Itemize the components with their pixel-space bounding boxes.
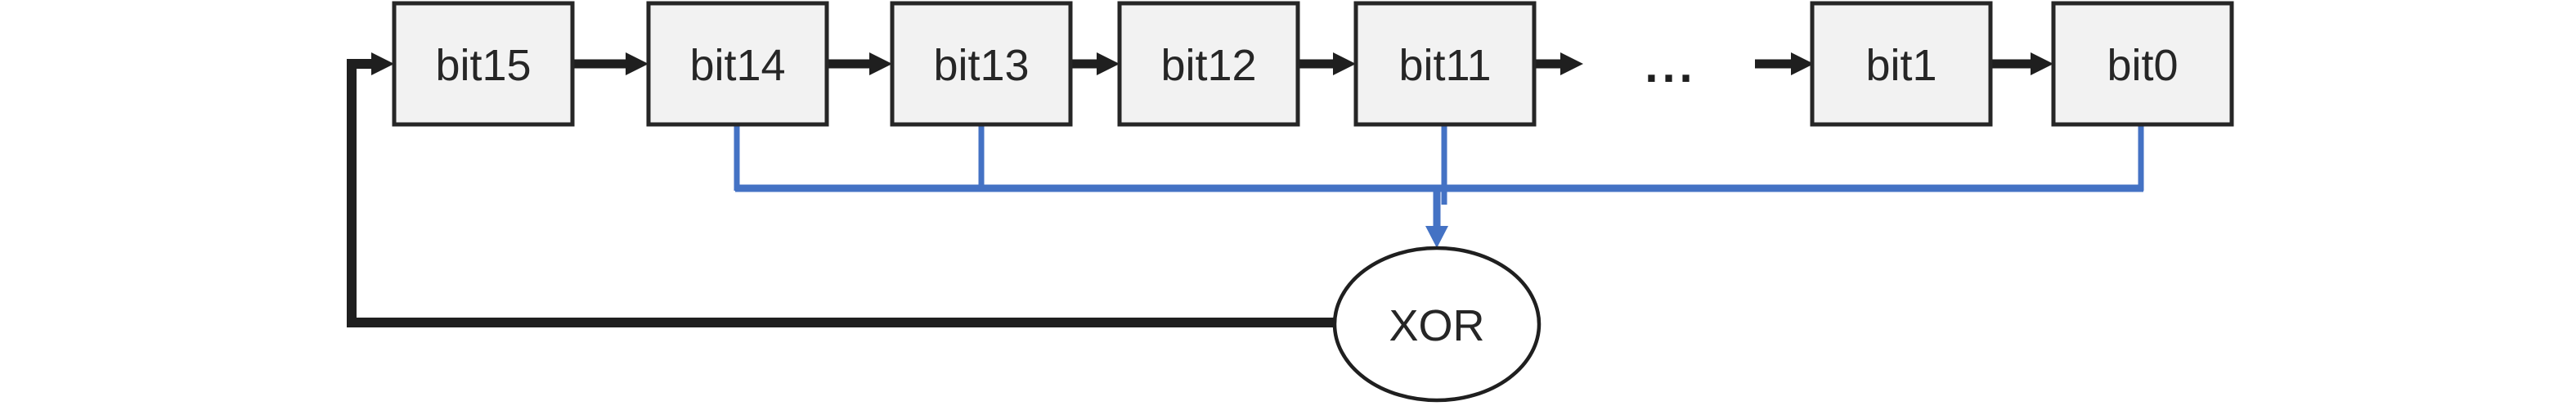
register-bit12: bit12 <box>1117 1 1300 127</box>
shift-arrow-ellipsis-bit1 <box>1755 52 1814 75</box>
register-box <box>1117 1 1300 127</box>
register-box <box>392 1 575 127</box>
register-box <box>890 1 1073 127</box>
shift-arrow-bit14-bit13 <box>827 52 892 75</box>
arrowhead-icon <box>1791 52 1814 75</box>
register-bit15: bit15 <box>392 1 575 127</box>
register-box <box>1810 1 1993 127</box>
ellipsis-dots: ... <box>1645 39 1696 92</box>
arrowhead-icon <box>869 52 892 75</box>
register-label: bit14 <box>689 41 785 90</box>
register-label: bit0 <box>2107 41 2178 90</box>
arrowhead-icon <box>1333 52 1356 75</box>
bus-to-xor-arrowhead-icon <box>1425 226 1448 248</box>
register-box <box>1353 1 1537 127</box>
feedback-arrowhead-icon <box>371 52 394 75</box>
shift-arrow-bit12-bit11 <box>1298 52 1356 75</box>
register-bit0: bit0 <box>2051 1 2234 127</box>
register-label: bit1 <box>1865 41 1936 90</box>
register-bit13: bit13 <box>890 1 1073 127</box>
register-label: bit13 <box>933 41 1029 90</box>
register-label: bit12 <box>1160 41 1256 90</box>
arrowhead-icon <box>626 52 648 75</box>
register-box <box>2051 1 2234 127</box>
feedback-line <box>347 59 1336 327</box>
shift-arrow-bit1-bit0 <box>1990 52 2053 75</box>
arrowhead-icon <box>1560 52 1583 75</box>
xor-node: XOR <box>1332 246 1542 403</box>
register-bit11: bit11 <box>1353 1 1537 127</box>
xor-ellipse <box>1332 246 1542 403</box>
register-box <box>646 1 829 127</box>
register-bit1: bit1 <box>1810 1 1993 127</box>
xor-label: XOR <box>1389 301 1484 350</box>
shift-arrow-bit11-ellipsis <box>1536 52 1583 75</box>
shift-arrow-bit13-bit12 <box>1070 52 1120 75</box>
arrowhead-icon <box>2031 52 2053 75</box>
register-label: bit15 <box>435 41 531 90</box>
shift-arrow-bit15-bit14 <box>572 52 648 75</box>
register-label: bit11 <box>1398 41 1491 90</box>
arrowhead-icon <box>1097 52 1120 75</box>
register-bit14: bit14 <box>646 1 829 127</box>
